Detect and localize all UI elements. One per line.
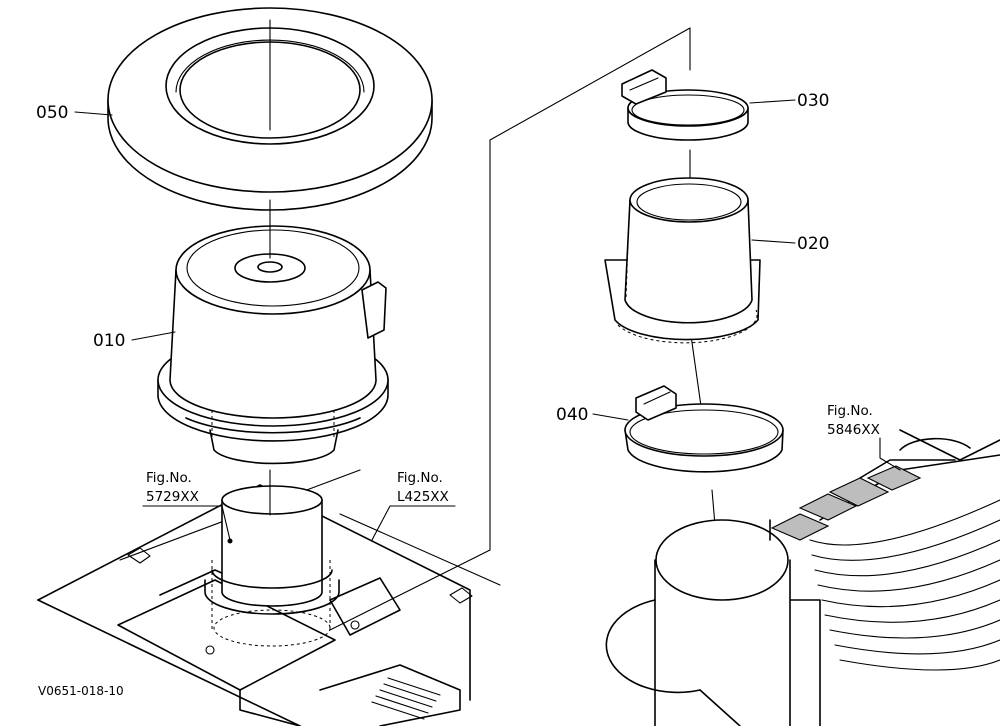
grille-pattern [371,677,441,720]
leader-lines [74,99,901,544]
engine-intake-housing [605,429,1000,726]
fig-ref-5729-line1: Fig.No. [146,470,192,486]
label-030: 030 [797,91,829,111]
part-050-cover-ring [107,7,433,211]
fig-ref-L425-line2: L425XX [397,489,449,505]
label-010: 010 [93,331,125,351]
label-040: 040 [556,405,588,425]
fig-ref-5846-line2: 5846XX [827,422,880,438]
label-050: 050 [36,103,68,123]
part-040-lower-clamp [624,385,784,473]
fig-ref-5846-line1: Fig.No. [827,403,873,419]
part-010-cleaner-body [157,225,389,465]
part-030-upper-clamp [621,69,749,141]
drawing-code: V0651-018-10 [38,684,124,698]
fig-ref-L425-line1: Fig.No. [397,470,443,486]
inlet-tube [204,485,340,615]
fig-ref-5729-line2: 5729XX [146,489,199,505]
part-020-elbow-hose [604,177,761,344]
frame-lines [329,27,691,631]
cooling-fins [809,499,1000,671]
label-020: 020 [797,234,829,254]
